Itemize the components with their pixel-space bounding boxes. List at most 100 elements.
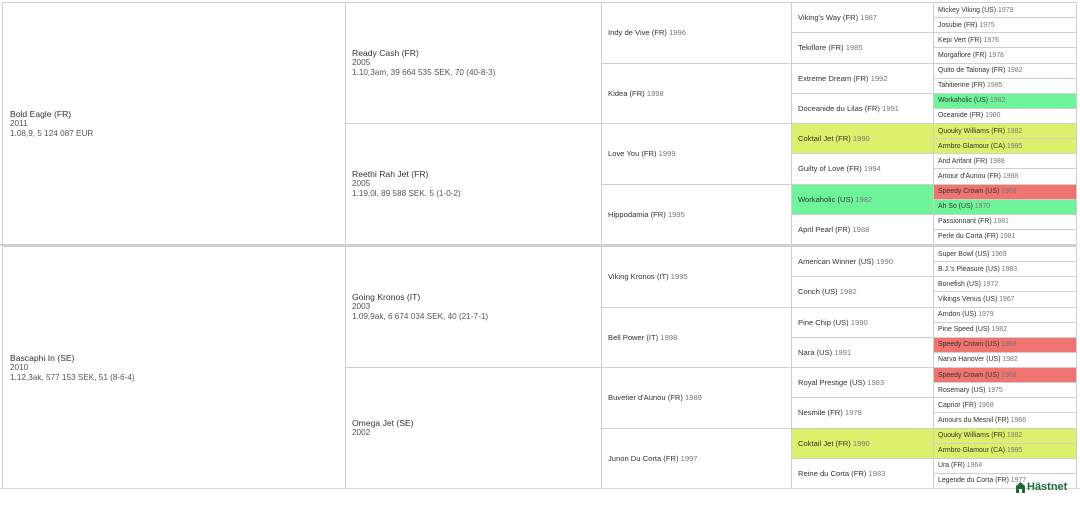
pedigree-cell-gen5[interactable]: Armbro Glamour (CA) 1985	[933, 138, 1077, 155]
horse-name[interactable]: Quouky Williams (FR)	[938, 432, 1005, 440]
pedigree-cell-gen5[interactable]: Amour d'Aunou (FR) 1988	[933, 168, 1077, 185]
horse-name[interactable]: Coktail Jet (FR)	[798, 438, 851, 448]
horse-name[interactable]: Conch (US)	[798, 287, 838, 297]
pedigree-cell-gen5[interactable]: Speedy Crown (US) 1968	[933, 183, 1077, 200]
horse-name[interactable]: Armbro Glamour (CA)	[938, 142, 1006, 150]
hastnet-logo[interactable]: Hästnet	[1016, 481, 1067, 493]
horse-name[interactable]: Royal Prestige (US)	[798, 378, 866, 388]
pedigree-cell-gen3[interactable]: Buvetier d'Aunou (FR) 1989	[601, 367, 792, 429]
pedigree-cell-gen5[interactable]: Perle du Corta (FR) 1981	[933, 228, 1077, 245]
horse-name[interactable]: Tahitienne (FR)	[938, 82, 986, 90]
horse-name[interactable]: Bold Eagle (FR)	[10, 108, 72, 119]
horse-name[interactable]: Pine Chip (US)	[798, 317, 849, 327]
pedigree-cell-gen4[interactable]: Reine du Corta (FR) 1983	[791, 457, 934, 489]
horse-name[interactable]: Extreme Dream (FR)	[798, 73, 869, 83]
pedigree-cell-gen5[interactable]: Pine Speed (US) 1982	[933, 321, 1077, 338]
pedigree-cell-gen5[interactable]: Kepi Vert (FR) 1976	[933, 32, 1077, 49]
horse-name[interactable]: Doceanide du Lilas (FR)	[798, 103, 880, 113]
pedigree-cell-gen5[interactable]: Mickey Viking (US) 1979	[933, 2, 1077, 19]
horse-name[interactable]: Omega Jet (SE)	[352, 418, 414, 428]
pedigree-cell-gen4[interactable]: Royal Prestige (US) 1983	[791, 367, 934, 399]
pedigree-cell-gen4[interactable]: Doceanide du Lilas (FR) 1991	[791, 92, 934, 124]
horse-name[interactable]: Viking Kronos (IT)	[608, 272, 669, 282]
horse-name[interactable]: Quito de Talonay (FR)	[938, 67, 1006, 75]
horse-name[interactable]: Legende du Corta (FR)	[938, 477, 1009, 485]
pedigree-cell-gen5[interactable]: Passionnant (FR) 1981	[933, 213, 1077, 230]
horse-name[interactable]: Josubie (FR)	[938, 21, 978, 29]
pedigree-cell-gen3[interactable]: Junon Du Corta (FR) 1997	[601, 427, 792, 489]
horse-name[interactable]: Narva Hanover (US)	[938, 356, 1001, 364]
horse-name[interactable]: Pine Speed (US)	[938, 326, 990, 334]
horse-name[interactable]: Bonefish (US)	[938, 280, 981, 288]
pedigree-cell-gen2[interactable]: Omega Jet (SE)2002	[345, 367, 602, 489]
pedigree-cell-gen5[interactable]: B.J.'s Pleasure (US) 1983	[933, 261, 1077, 278]
horse-name[interactable]: Amours du Mesnil (FR)	[938, 416, 1009, 424]
pedigree-cell-gen5[interactable]: Super Bowl (US) 1969	[933, 246, 1077, 263]
horse-name[interactable]: Vikings Venus (US)	[938, 295, 998, 303]
horse-name[interactable]: Quouky Williams (FR)	[938, 127, 1005, 135]
pedigree-cell-gen3[interactable]: Bell Power (IT) 1998	[601, 306, 792, 368]
horse-name[interactable]: Oceanide (FR)	[938, 112, 984, 120]
pedigree-cell-gen4[interactable]: American Winner (US) 1990	[791, 246, 934, 278]
pedigree-cell-gen4[interactable]: Nesmile (FR) 1979	[791, 397, 934, 429]
pedigree-cell-gen5[interactable]: Bonefish (US) 1972	[933, 276, 1077, 293]
horse-name[interactable]: Morgaflore (FR)	[938, 51, 987, 59]
pedigree-cell-gen4[interactable]: Guilty of Love (FR) 1994	[791, 153, 934, 185]
pedigree-cell-gen3[interactable]: Kidea (FR) 1998	[601, 62, 792, 124]
pedigree-cell-gen5[interactable]: Narva Hanover (US) 1982	[933, 351, 1077, 368]
pedigree-cell-gen5[interactable]: Morgaflore (FR) 1978	[933, 47, 1077, 64]
horse-name[interactable]: Hippodamia (FR)	[608, 209, 666, 219]
horse-name[interactable]: Reine du Corta (FR)	[798, 468, 867, 478]
pedigree-cell-gen4[interactable]: April Pearl (FR) 1988	[791, 213, 934, 245]
horse-name[interactable]: Ura (FR)	[938, 462, 965, 470]
horse-name[interactable]: Reethi Rah Jet (FR)	[352, 169, 429, 179]
horse-name[interactable]: Guilty of Love (FR)	[798, 164, 862, 174]
pedigree-cell-gen5[interactable]: Arndon (US) 1979	[933, 306, 1077, 323]
pedigree-cell-gen5[interactable]: Vikings Venus (US) 1967	[933, 291, 1077, 308]
pedigree-cell-gen5[interactable]: Workaholic (US) 1982	[933, 92, 1077, 109]
horse-name[interactable]: Kepi Vert (FR)	[938, 36, 982, 44]
horse-name[interactable]: Love You (FR)	[608, 149, 657, 159]
pedigree-cell-gen3[interactable]: Hippodamia (FR) 1995	[601, 183, 792, 245]
pedigree-cell-gen5[interactable]: Speedy Crown (US) 1968	[933, 336, 1077, 353]
horse-name[interactable]: Super Bowl (US)	[938, 250, 990, 258]
pedigree-cell-gen5[interactable]: Quouky Williams (FR) 1982	[933, 427, 1077, 444]
horse-name[interactable]: Workaholic (US)	[798, 194, 854, 204]
horse-name[interactable]: Perle du Corta (FR)	[938, 233, 999, 241]
pedigree-cell-gen4[interactable]: Viking's Way (FR) 1987	[791, 2, 934, 34]
pedigree-cell-gen5[interactable]: Quito de Talonay (FR) 1982	[933, 62, 1077, 79]
pedigree-cell-gen4[interactable]: Conch (US) 1982	[791, 276, 934, 308]
horse-name[interactable]: B.J.'s Pleasure (US)	[938, 265, 1000, 273]
horse-name[interactable]: Going Kronos (IT)	[352, 292, 421, 302]
horse-name[interactable]: Coktail Jet (FR)	[798, 134, 851, 144]
pedigree-cell-gen5[interactable]: Ah So (US) 1970	[933, 198, 1077, 215]
horse-name[interactable]: Amour d'Aunou (FR)	[938, 172, 1001, 180]
pedigree-cell-gen5[interactable]: Ura (FR) 1964	[933, 457, 1077, 474]
horse-name[interactable]: Kidea (FR)	[608, 88, 645, 98]
horse-name[interactable]: Speedy Crown (US)	[938, 341, 1000, 349]
pedigree-cell-gen5[interactable]: Amours du Mesnil (FR) 1966	[933, 412, 1077, 429]
pedigree-cell-gen4[interactable]: Nara (US) 1991	[791, 336, 934, 368]
horse-name[interactable]: Bell Power (IT)	[608, 332, 659, 342]
horse-name[interactable]: Rosemary (US)	[938, 386, 986, 394]
pedigree-cell-gen5[interactable]: Rosemary (US) 1975	[933, 382, 1077, 399]
horse-name[interactable]: Ready Cash (FR)	[352, 48, 419, 58]
horse-name[interactable]: Speedy Crown (US)	[938, 371, 1000, 379]
horse-name[interactable]: Speedy Crown (US)	[938, 188, 1000, 196]
horse-name[interactable]: Indy de Vive (FR)	[608, 28, 667, 38]
horse-name[interactable]: Armbro Glamour (CA)	[938, 447, 1006, 455]
pedigree-cell-gen4[interactable]: Coktail Jet (FR) 1990	[791, 427, 934, 459]
horse-name[interactable]: Mickey Viking (US)	[938, 6, 997, 14]
pedigree-cell-gen5[interactable]: Speedy Crown (US) 1968	[933, 367, 1077, 384]
horse-name[interactable]: Caprior (FR)	[938, 401, 977, 409]
pedigree-cell-gen4[interactable]: Tekiflore (FR) 1985	[791, 32, 934, 64]
horse-name[interactable]: Passionnant (FR)	[938, 218, 992, 226]
pedigree-cell-gen4[interactable]: Pine Chip (US) 1990	[791, 306, 934, 338]
horse-name[interactable]: Bascaphi In (SE)	[10, 352, 75, 363]
horse-name[interactable]: Buvetier d'Aunou (FR)	[608, 393, 683, 403]
